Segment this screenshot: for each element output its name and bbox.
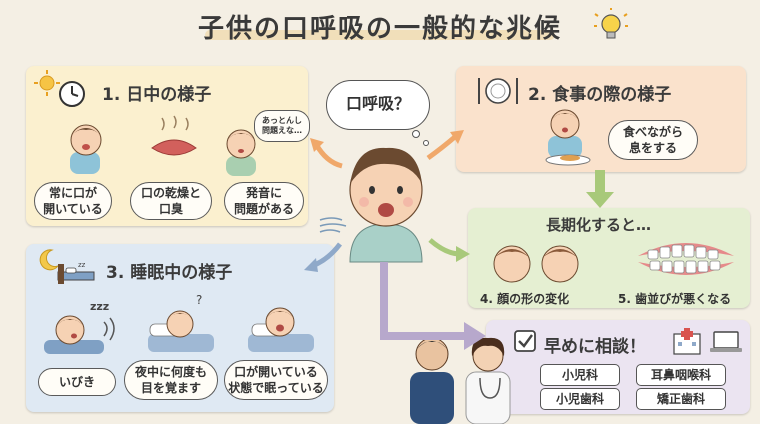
svg-text:zzz: zzz [90, 300, 109, 313]
sign-dry-mouth: 口の乾燥と口臭 [130, 182, 212, 220]
title-highlight [205, 30, 555, 40]
sign-label: 状態で眠っている [228, 381, 324, 395]
thought-dots [412, 130, 429, 146]
plate-cutlery-icon [478, 78, 518, 104]
speech-bubble: あっとんし問題えな… [254, 110, 310, 142]
waking-child-illustration: ? [148, 293, 214, 352]
specialist-tag: 小児歯科 [540, 388, 620, 410]
sign-label: 口臭 [158, 202, 183, 216]
laptop-icon [710, 331, 742, 352]
panel-title-daytime: 1. 日中の様子 [102, 85, 212, 105]
sign-night-waking: 夜中に何度も目を覚ます [124, 360, 218, 400]
clock-icon [59, 81, 85, 107]
arrow-to-daytime [310, 138, 343, 169]
sign-open-mouth-sleep: 口が開いている状態で眠っている [224, 360, 328, 400]
svg-text:zz: zz [78, 261, 86, 269]
checkbox-icon [514, 330, 536, 352]
sign-label: 口が開いている [234, 365, 318, 379]
arrow-to-sleep [304, 242, 342, 272]
child-eating-illustration [545, 109, 591, 166]
speech-line-1: あっとんし [262, 116, 302, 125]
arrow-to-meal [426, 130, 464, 161]
panel-consult: 早めに相談！ 小児科 耳鼻咽喉科 小児歯科 矯正歯科 [486, 320, 750, 414]
panel-title-sleep: 3. 睡眠中の様子 [106, 263, 233, 283]
child-open-mouth-illustration [70, 124, 102, 174]
svg-text:?: ? [196, 293, 202, 307]
specialist-tag: 小児科 [540, 364, 620, 386]
arrow-to-longterm [428, 238, 470, 262]
panel-title-long-term: 長期化すると… [546, 216, 652, 234]
panel-title-meal: 2. 食事の際の様子 [528, 85, 672, 105]
sign-label: 問題がある [233, 202, 294, 216]
thought-bubble: 口呼吸？ [326, 80, 430, 130]
doctors-illustration [410, 337, 511, 424]
panel-long-term: 長期化すると… 4. 顔の形の変化 5. 歯並びが悪くなる [468, 208, 750, 308]
long-term-label-face: 4. 顔の形の変化 [480, 292, 570, 306]
sun-icon [34, 70, 60, 96]
sign-label: 常に口が [48, 186, 97, 200]
sign-open-mouth: 常に口が開いている [34, 182, 112, 220]
child-speaking-illustration [226, 129, 256, 176]
speech-line-2: 問題えな… [262, 126, 302, 135]
breath-swirl-icon [319, 217, 347, 233]
central-child-illustration [349, 147, 423, 263]
sign-snoring: いびき [38, 368, 116, 396]
panel-daytime: 1. 日中の様子 あっとんし問題えな… 常に口が開いている 口の乾燥と口臭 発 [26, 66, 310, 226]
sign-label: 食べながら [622, 125, 683, 139]
moon-icon [39, 249, 60, 271]
panel-sleep: zz 3. 睡眠中の様子 zzz ? いびき [26, 244, 334, 412]
teeth-illustration [638, 243, 734, 275]
sign-speech-problem: 発音に問題がある [224, 182, 304, 220]
sign-label: 口の乾燥と [140, 186, 201, 200]
long-term-label-teeth: 5. 歯並びが悪くなる [618, 292, 732, 306]
bed-icon: zz [57, 261, 95, 284]
sign-label: 夜中に何度も [134, 365, 207, 379]
panel-meal: 2. 食事の際の様子 食べながら息をする [456, 66, 746, 172]
dry-lips-illustration [151, 115, 197, 156]
sign-label: 開いている [43, 202, 103, 216]
panel-title-consult: 早めに相談！ [544, 337, 646, 357]
open-mouth-sleeping-illustration [248, 307, 314, 352]
hospital-icon [673, 328, 701, 355]
specialist-tag: 耳鼻咽喉科 [636, 364, 726, 386]
sign-breathing-while-eating: 食べながら息をする [608, 120, 698, 160]
snoring-child-illustration: zzz [44, 300, 115, 354]
page-title: 子供の口呼吸の一般的な兆候 [197, 14, 562, 44]
arrow-meal-to-longterm [586, 170, 614, 208]
sign-label: 発音に [245, 186, 282, 200]
lightbulb-icon [594, 8, 628, 39]
sign-label: 目を覚ます [140, 381, 201, 395]
arrow-to-consult [380, 262, 486, 350]
sign-label: 息をする [628, 141, 677, 155]
specialist-tag: 矯正歯科 [636, 388, 726, 410]
sign-label: いびき [58, 375, 95, 389]
face-profile-illustration [493, 245, 579, 283]
